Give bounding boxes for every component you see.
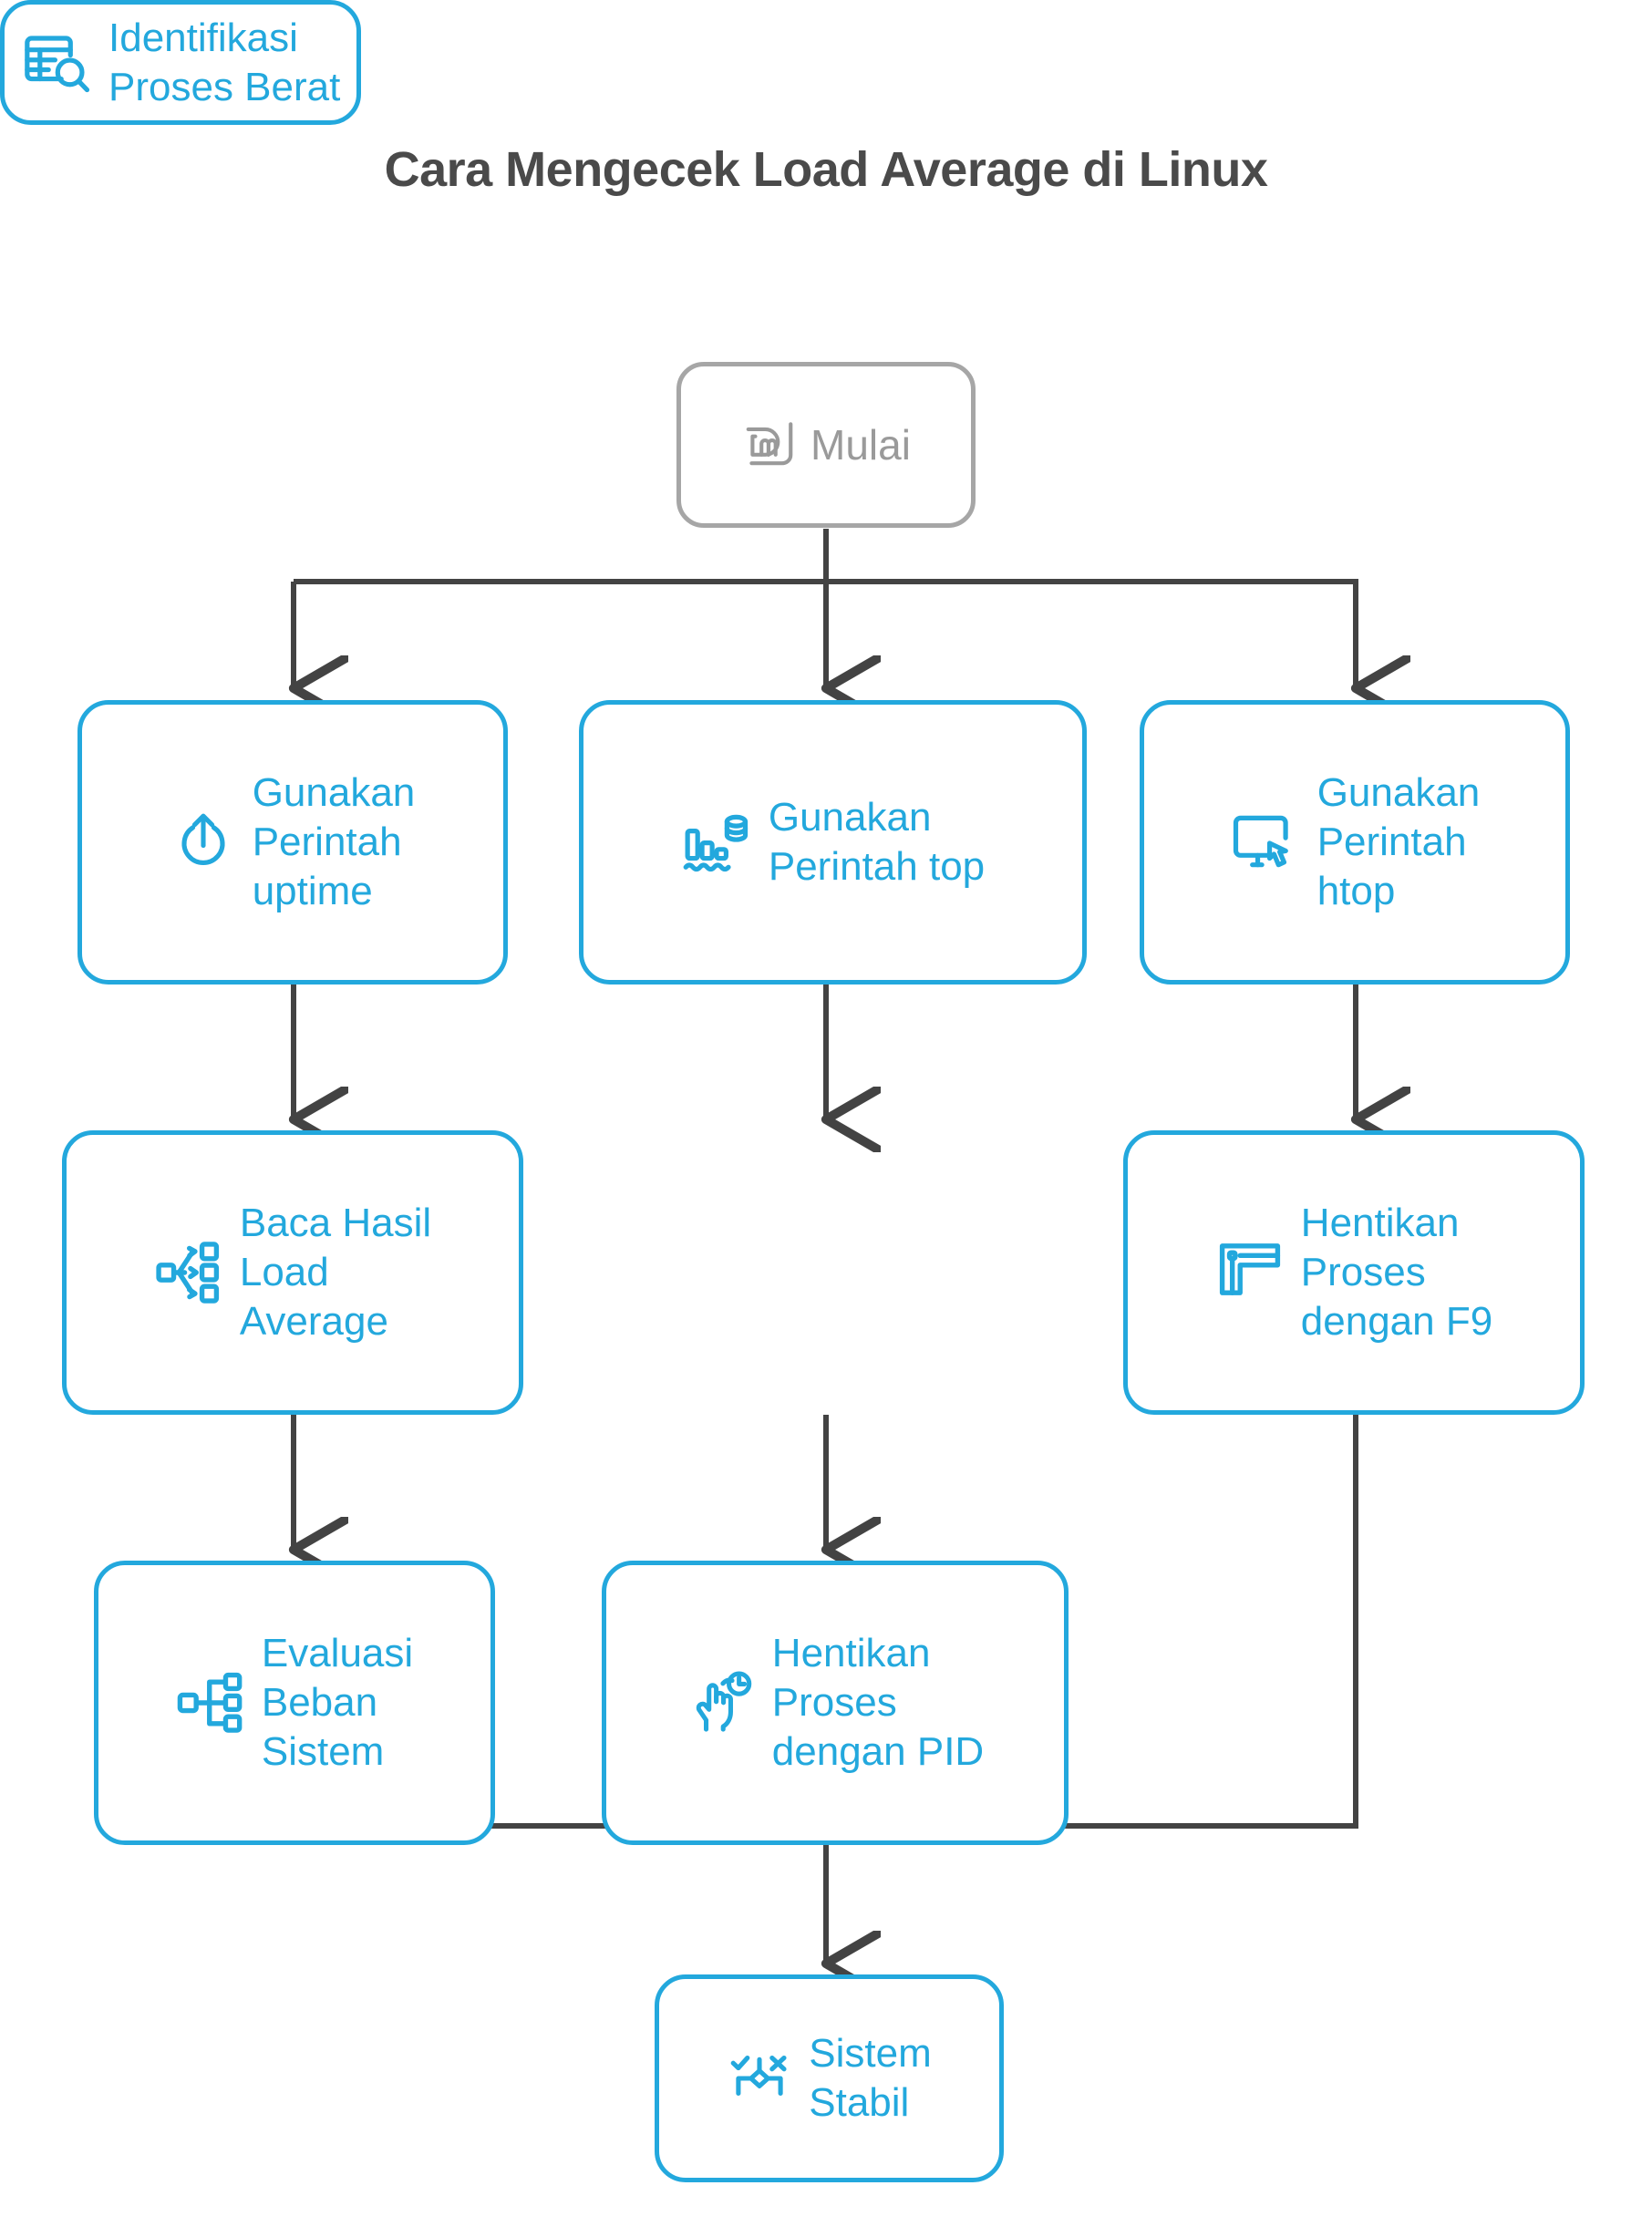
node-baca-label: Baca Hasil Load Average [239,1201,432,1344]
node-top[interactable]: Gunakan Perintah top [579,700,1087,984]
node-stabil[interactable]: Sistem Stabil [655,1974,1004,2182]
node-htop-label: Gunakan Perintah htop [1316,770,1481,913]
sitemap-hierarchy-icon [176,1668,245,1737]
node-uptime[interactable]: Gunakan Perintah uptime [77,700,508,984]
decision-check-cross-icon [727,2046,792,2111]
node-htop[interactable]: Gunakan Perintah htop [1140,700,1570,984]
node-mulai-label: Mulai [811,420,911,469]
node-uptime-label: Gunakan Perintah uptime [252,770,416,913]
flag-process-icon [1215,1238,1285,1307]
power-uptime-icon [170,809,236,875]
node-stabil-label: Sistem Stabil [809,2031,932,2125]
node-f9-label: Hentikan Proses dengan F9 [1300,1201,1493,1344]
hand-click-clock-icon [687,1668,756,1737]
node-baca[interactable]: Baca Hasil Load Average [62,1130,523,1415]
linux-mint-logo-icon [741,417,798,473]
node-f9[interactable]: Hentikan Proses dengan F9 [1123,1130,1585,1415]
node-identifikasi-label: Identifikasi Proses Berat [108,15,341,109]
bar-chart-database-icon [681,807,752,878]
node-mulai[interactable]: Mulai [676,362,976,528]
page-title: Cara Mengecek Load Average di Linux [384,142,1268,197]
table-search-icon [21,27,92,98]
node-evaluasi-label: Evaluasi Beban Sistem [261,1631,414,1774]
node-evaluasi[interactable]: Evaluasi Beban Sistem [94,1561,495,1845]
distribute-branches-icon [154,1238,223,1307]
monitor-cursor-icon [1230,807,1301,878]
node-identifikasi[interactable]: Identifikasi Proses Berat [0,0,362,126]
node-top-label: Gunakan Perintah top [768,795,986,889]
node-pid[interactable]: Hentikan Proses dengan PID [602,1561,1069,1845]
node-pid-label: Hentikan Proses dengan PID [771,1631,985,1774]
